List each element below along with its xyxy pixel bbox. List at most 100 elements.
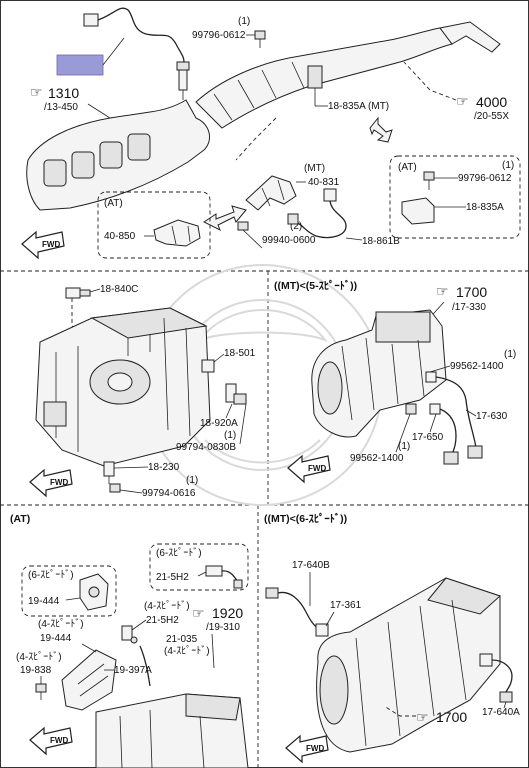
part-99794-0830b-qty: (1) bbox=[224, 430, 236, 441]
part-19-838-label[interactable]: 19-838 bbox=[20, 665, 52, 676]
ref-arrow-1310: ☞ bbox=[30, 84, 43, 100]
part-18-840c-label[interactable]: 18-840C bbox=[100, 284, 138, 295]
bracket-40-831 bbox=[245, 175, 297, 211]
fwd-label-bottom-left: FWD bbox=[50, 736, 68, 745]
speed4-tag-b: (4-ｽﾋﾟｰﾄﾞ) bbox=[38, 618, 84, 630]
part-99794-0616-label[interactable]: 99794-0616 bbox=[142, 488, 196, 499]
bracket-18-835a-at bbox=[401, 197, 435, 225]
highlighted-part-label-box bbox=[56, 54, 104, 76]
part-99562-top-label[interactable]: 99562-1400 bbox=[450, 361, 504, 372]
ref-1700-label[interactable]: 1700 bbox=[456, 284, 487, 300]
at-tag-right: (AT) bbox=[398, 162, 417, 173]
double-arrow-left-icon bbox=[203, 205, 247, 232]
part-40-831-label[interactable]: 40-831 bbox=[308, 177, 340, 188]
ref-arrow-4000: ☞ bbox=[456, 93, 469, 109]
fwd-label-middle-left: FWD bbox=[50, 478, 68, 487]
ref-1920-sub[interactable]: /19-310 bbox=[206, 622, 240, 633]
sensor-21-5h2-4speed bbox=[121, 625, 138, 644]
bolt-19-838 bbox=[35, 683, 47, 700]
part-18-230-label[interactable]: 18-230 bbox=[148, 462, 180, 473]
fwd-arrow-icon-top: FWD bbox=[21, 230, 65, 260]
part-21-5h2-label[interactable]: 21-5H2 bbox=[146, 615, 179, 626]
part-18-920a-label[interactable]: 18-920A bbox=[200, 418, 238, 429]
part-99796-label[interactable]: 99796-0612 bbox=[192, 30, 246, 41]
switch-17-640b bbox=[265, 587, 329, 637]
ref-arrow-1920: ☞ bbox=[192, 605, 205, 621]
sensor-21-5h2-6speed bbox=[205, 565, 243, 589]
part-99796-qty: (1) bbox=[238, 16, 250, 27]
sensor-18-861b bbox=[287, 188, 347, 239]
ref-arrow-1700-top: ☞ bbox=[436, 283, 449, 299]
switch-17-630-17-650 bbox=[425, 371, 483, 465]
part-19-444-label[interactable]: 19-444 bbox=[40, 633, 72, 644]
part-99562-bot-label[interactable]: 99562-1400 bbox=[350, 453, 404, 464]
part-99940-label[interactable]: 99940-0600 bbox=[262, 235, 316, 246]
part-40-850-label[interactable]: 40-850 bbox=[104, 231, 136, 242]
sensor-18-920a bbox=[225, 383, 247, 405]
part-19-444-top-label[interactable]: 19-444 bbox=[28, 596, 60, 607]
speed4-tag-c: (4-ｽﾋﾟｰﾄﾞ) bbox=[164, 645, 210, 657]
ref-1310-sub[interactable]: /13-450 bbox=[44, 102, 78, 113]
at-tag-left: (AT) bbox=[104, 198, 123, 209]
part-18-835a-mt-label[interactable]: 18-835A (MT) bbox=[328, 101, 389, 112]
part-99794-0616-qty: (1) bbox=[186, 475, 198, 486]
ref-1700-sub[interactable]: /17-330 bbox=[452, 302, 486, 313]
part-99796-at-label[interactable]: 99796-0612 bbox=[458, 173, 512, 184]
highlight-leader bbox=[102, 37, 125, 66]
ref-4000-label[interactable]: 4000 bbox=[476, 94, 507, 110]
ref-arrow-1700-bottom: ☞ bbox=[416, 709, 429, 725]
fwd-arrow-icon-middle-right: FWD bbox=[287, 454, 331, 484]
switch-19-444-6speed bbox=[79, 573, 109, 611]
transmission-6speed bbox=[316, 577, 501, 753]
part-99794-0830b-label[interactable]: 99794-0830B bbox=[176, 442, 236, 453]
speed6-box-left bbox=[21, 565, 117, 617]
oxygen-sensor bbox=[83, 7, 190, 100]
at-box-left bbox=[97, 191, 211, 259]
switch-19-444-4speed bbox=[61, 649, 117, 711]
part-18-861b-label[interactable]: 18-861B bbox=[362, 236, 400, 247]
part-99796-at-qty: (1) bbox=[502, 160, 514, 171]
part-17-361-label[interactable]: 17-361 bbox=[330, 600, 362, 611]
rotary-engine bbox=[35, 307, 211, 467]
section-title-mt-6speed: ((MT)<(6-ｽﾋﾟｰﾄﾞ)) bbox=[264, 512, 347, 525]
section-title-mt-5speed: ((MT)<(5-ｽﾋﾟｰﾄﾞ)) bbox=[274, 279, 357, 292]
part-99562-top-qty: (1) bbox=[504, 349, 516, 360]
wire-21-035 bbox=[139, 645, 151, 687]
part-19-397a-label[interactable]: 19-397A bbox=[114, 665, 152, 676]
ref-4000-sub[interactable]: /20-55X bbox=[474, 111, 509, 122]
speed6-box-top bbox=[149, 543, 249, 591]
speed4-tag-d: (4-ｽﾋﾟｰﾄﾞ) bbox=[16, 651, 62, 663]
part-17-640b-label[interactable]: 17-640B bbox=[292, 560, 330, 571]
part-17-650-label[interactable]: 17-650 bbox=[412, 432, 444, 443]
fwd-arrow-icon-bottom-left: FWD bbox=[29, 726, 73, 756]
ref-1920-label[interactable]: 1920 bbox=[212, 605, 243, 621]
double-arrow-right-icon bbox=[369, 116, 393, 143]
part-21-5h2-top-label[interactable]: 21-5H2 bbox=[156, 572, 189, 583]
section-title-at: (AT) bbox=[10, 513, 30, 525]
fwd-arrow-icon-bottom-right: FWD bbox=[285, 734, 329, 764]
ref-1700-bottom-label[interactable]: 1700 bbox=[436, 709, 467, 725]
mt-tag: (MT) bbox=[304, 163, 325, 174]
plug-99562-1400 bbox=[405, 403, 417, 415]
ref-1310-label[interactable]: 1310 bbox=[48, 85, 79, 101]
fwd-label-top: FWD bbox=[42, 240, 60, 249]
bracket-18-835a bbox=[307, 65, 323, 89]
part-99562-bot-qty: (1) bbox=[398, 441, 410, 452]
at-box-right bbox=[389, 155, 521, 239]
sensor-18-230 bbox=[103, 461, 121, 493]
speed6-tag-top: (6-ｽﾋﾟｰﾄﾞ) bbox=[156, 547, 202, 559]
part-17-630-label[interactable]: 17-630 bbox=[476, 411, 508, 422]
part-99940-qty: (2) bbox=[290, 221, 302, 232]
exhaust-manifold bbox=[26, 99, 211, 211]
speed6-tag-left: (6-ｽﾋﾟｰﾄﾞ) bbox=[28, 569, 74, 581]
part-17-640a-label[interactable]: 17-640A bbox=[482, 707, 520, 718]
transmission-at bbox=[95, 693, 249, 768]
fwd-label-middle-right: FWD bbox=[308, 464, 326, 473]
fwd-arrow-icon-middle-left: FWD bbox=[29, 468, 73, 498]
part-18-835a-label[interactable]: 18-835A bbox=[466, 202, 504, 213]
catalytic-converter bbox=[195, 21, 501, 129]
nut-99940-0600 bbox=[237, 221, 249, 231]
part-18-501-label[interactable]: 18-501 bbox=[224, 348, 256, 359]
part-21-035-label[interactable]: 21-035 bbox=[166, 634, 198, 645]
